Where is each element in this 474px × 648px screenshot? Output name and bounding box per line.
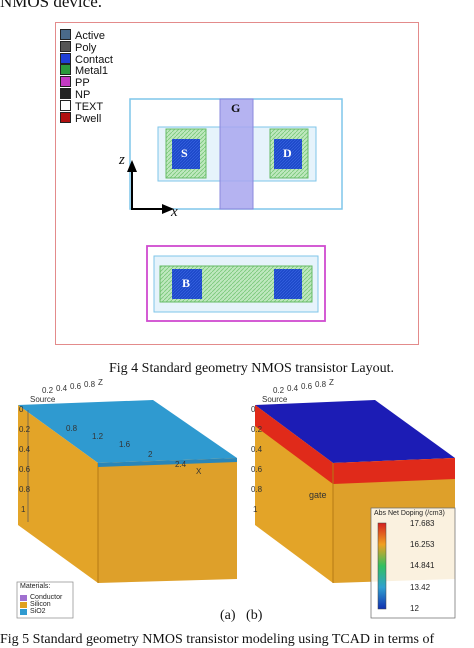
legend-swatch [60,88,71,99]
material-sio2: SiO2 [30,608,46,615]
layout-frame [55,22,419,345]
colorbar-tick-4: 12 [410,604,419,613]
legend-item-pwell: Pwell [60,111,102,125]
left-axis-top-0: 0.2 [42,386,54,395]
layout-diagram [127,98,343,322]
materials-title: Materials: [20,583,51,590]
left-side-tick-0: 0 [19,405,24,414]
poly-gate [219,98,254,210]
source-label: S [181,146,188,160]
right-front-doping [333,458,455,484]
left-axis-top-3: 0.8 [84,380,96,389]
z-axis-arrow [127,160,137,172]
legend-label: Active [75,30,105,42]
left-top-label-4: 2.4 [175,460,187,469]
material-swatch-sio2 [20,609,27,615]
left-side-face [18,405,98,583]
pp-region [146,245,326,322]
right-top-face [255,400,455,463]
legend-item-pp: PP [60,76,90,90]
left-axis-top-1: 0.4 [56,384,68,393]
legend-swatch [60,29,71,40]
left-top-label-1: 1.2 [92,432,104,441]
legend-item-text: TEXT [60,99,104,113]
legend-label: Contact [75,53,113,66]
left-side-tick-2: 0.4 [19,445,31,454]
legend-label: Pwell [75,112,102,125]
contact-bulk-left [172,269,202,299]
right-side-tick-3: 0.6 [251,465,263,474]
left-axis-top-4: Z [98,378,103,387]
contact-bulk-right [274,269,302,299]
tcad-figures [16,400,456,619]
right-axis-top-3: 0.8 [315,380,327,389]
x-axis-label: x [171,204,178,220]
legend-item-poly: Poly [60,40,97,54]
colorbar-tick-2: 14.841 [410,561,435,570]
left-top-label-3: 2 [148,450,153,459]
legend-item-contact: Contact [60,52,113,66]
legend-label: Metal1 [75,65,109,78]
left-top-face [18,400,237,463]
right-axis-top-4: Z [329,378,334,387]
legend-swatch [60,76,71,88]
left-front-face [98,458,237,583]
left-side-tick-5: 1 [21,505,26,514]
left-side-tick-3: 0.6 [19,465,31,474]
left-side-tick-1: 0.2 [19,425,31,434]
left-top-label-2: 1.6 [119,440,131,449]
colorbar-tick-1: 16.253 [410,540,435,549]
right-axis-top-0: 0.2 [273,386,285,395]
gate-region-label: gate [309,490,327,500]
top-text: NMOS device. [0,0,102,11]
bulk-label: B [182,276,191,290]
contact-source [172,139,200,169]
right-axis-top-2: 0.6 [301,382,313,391]
colorbar-gradient [377,522,387,610]
colorbar-tick-3: 13.42 [410,583,431,592]
colorbar-tick-0: 17.683 [410,519,435,528]
legend-swatch [60,52,71,64]
material-silicon: Silicon [30,601,51,608]
figure-5-caption: Fig 5 Standard geometry NMOS transistor … [0,632,435,647]
right-side-tick-2: 0.4 [251,445,263,454]
legend-swatch [60,99,71,111]
colorbar-title: Abs Net Doping (/cm3) [374,510,445,517]
subfigure-labels: (a) (b) [220,608,263,623]
z-axis-label: z [119,152,125,168]
legend-item-active: Active [60,29,105,42]
left-sio2-edge [98,458,237,467]
contact-drain [274,139,302,169]
left-end-label: X [196,467,202,476]
legend-swatch [60,64,71,76]
gate-label: G [231,101,241,115]
legend-item-metal1: Metal1 [60,64,109,78]
legend-item-np: NP [60,88,91,101]
legend-label: NP [75,89,91,101]
x-axis-arrow [162,204,174,214]
legend-label: PP [75,77,90,90]
right-side-tick-4: 0.8 [251,485,263,494]
left-side-tick-4: 0.8 [19,485,31,494]
legend-label: TEXT [75,100,104,113]
right-side-tick-0: 0 [251,405,256,414]
drain-label: D [283,146,292,160]
left-source-label: Source [30,395,56,404]
legend-swatch [60,40,71,52]
material-conductor: Conductor [30,594,63,601]
right-side-tick-5: 1 [253,505,258,514]
right-source-label: Source [262,395,288,404]
material-swatch-silicon [20,602,27,608]
left-axis-top-2: 0.6 [70,382,82,391]
legend-label: Poly [75,41,97,54]
left-top-label-0: 0.8 [66,424,78,433]
material-swatch-conductor [20,595,27,601]
right-side-doping [255,405,333,484]
right-axis-top-1: 0.4 [287,384,299,393]
figure-4-caption: Fig 4 Standard geometry NMOS transistor … [109,361,395,376]
legend-swatch [60,111,71,123]
right-side-tick-1: 0.2 [251,425,263,434]
